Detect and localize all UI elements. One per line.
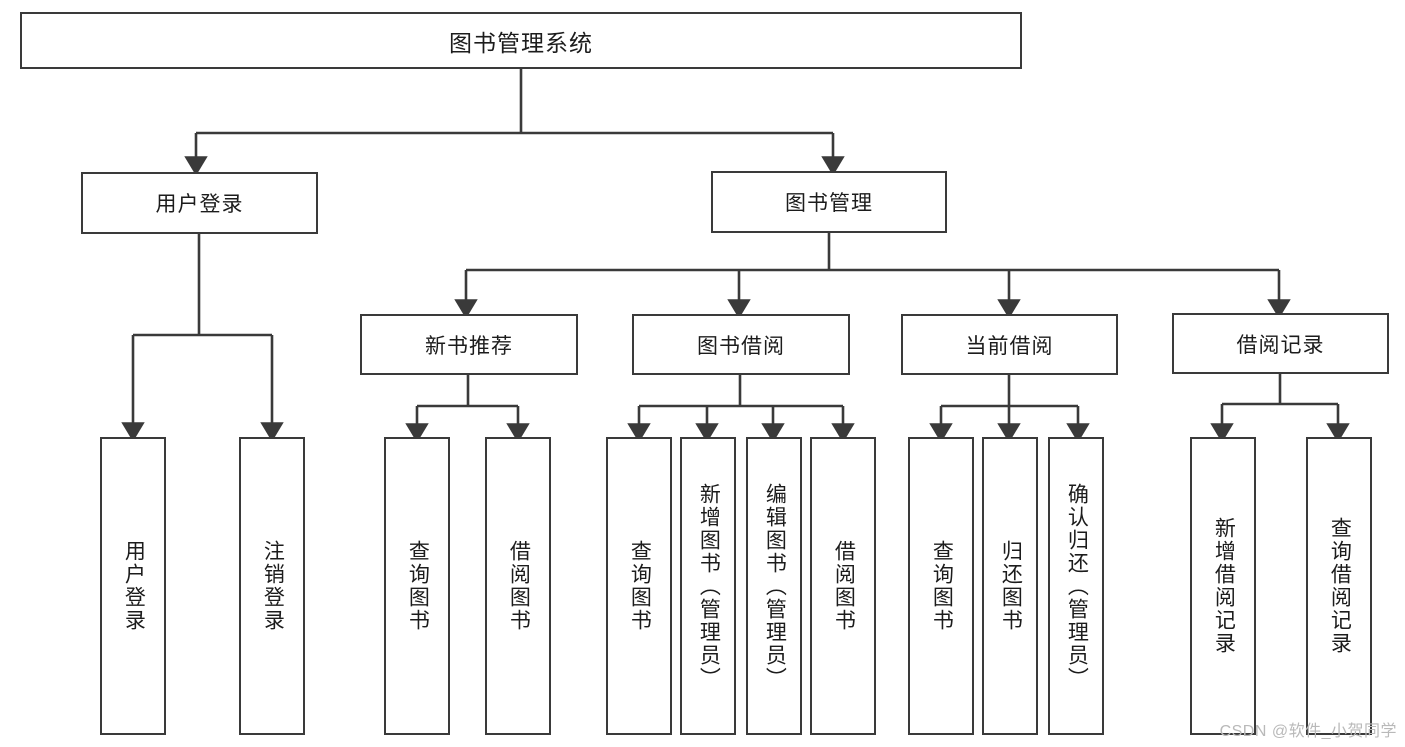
node-label: 用户登录 (155, 193, 244, 216)
node-label: 查询借阅记录 (1328, 517, 1352, 655)
node-label: 确认归还（管理员） (1065, 482, 1089, 690)
node-label: 借阅图书 (832, 540, 856, 632)
leaf-query-book-recommend[interactable]: 查询图书 (384, 437, 450, 735)
node-label: 新书推荐 (425, 334, 513, 358)
leaf-query-book-current[interactable]: 查询图书 (908, 437, 974, 735)
leaf-add-borrow-record[interactable]: 新增借阅记录 (1190, 437, 1256, 735)
leaf-user-login[interactable]: 用户登录 (100, 437, 166, 735)
node-label: 归还图书 (999, 540, 1023, 632)
node-borrow-record[interactable]: 借阅记录 (1172, 313, 1389, 374)
node-new-book-recommendation[interactable]: 新书推荐 (360, 314, 578, 375)
node-label: 当前借阅 (965, 334, 1054, 358)
leaf-add-book-admin[interactable]: 新增图书（管理员） (680, 437, 736, 735)
node-label: 编辑图书（管理员） (763, 482, 787, 690)
node-label: 查询图书 (406, 540, 430, 632)
node-book-borrow[interactable]: 图书借阅 (632, 314, 850, 375)
leaf-return-book[interactable]: 归还图书 (982, 437, 1038, 735)
node-current-borrow[interactable]: 当前借阅 (901, 314, 1118, 375)
node-label: 借阅记录 (1236, 333, 1325, 357)
leaf-logout[interactable]: 注销登录 (239, 437, 305, 735)
leaf-borrow-book-recommend[interactable]: 借阅图书 (485, 437, 551, 735)
node-label: 查询图书 (930, 540, 954, 632)
node-label: 注销登录 (261, 540, 285, 632)
node-label: 图书管理 (785, 192, 873, 215)
leaf-borrow-book[interactable]: 借阅图书 (810, 437, 876, 735)
node-root-book-management-system[interactable]: 图书管理系统 (20, 12, 1022, 69)
watermark-text: CSDN @软件_小贺同学 (1219, 723, 1397, 740)
leaf-query-borrow-record[interactable]: 查询借阅记录 (1306, 437, 1372, 735)
node-label: 图书管理系统 (449, 29, 593, 56)
node-label: 图书借阅 (697, 334, 785, 358)
node-label: 新增图书（管理员） (697, 482, 721, 690)
node-label: 查询图书 (628, 540, 652, 632)
leaf-query-book-borrow[interactable]: 查询图书 (606, 437, 672, 735)
node-label: 新增借阅记录 (1212, 517, 1236, 655)
node-label: 用户登录 (122, 540, 146, 632)
leaf-confirm-return-admin[interactable]: 确认归还（管理员） (1048, 437, 1104, 735)
node-label: 借阅图书 (507, 540, 531, 632)
node-user-login[interactable]: 用户登录 (81, 172, 318, 234)
leaf-edit-book-admin[interactable]: 编辑图书（管理员） (746, 437, 802, 735)
node-book-management[interactable]: 图书管理 (711, 171, 947, 233)
